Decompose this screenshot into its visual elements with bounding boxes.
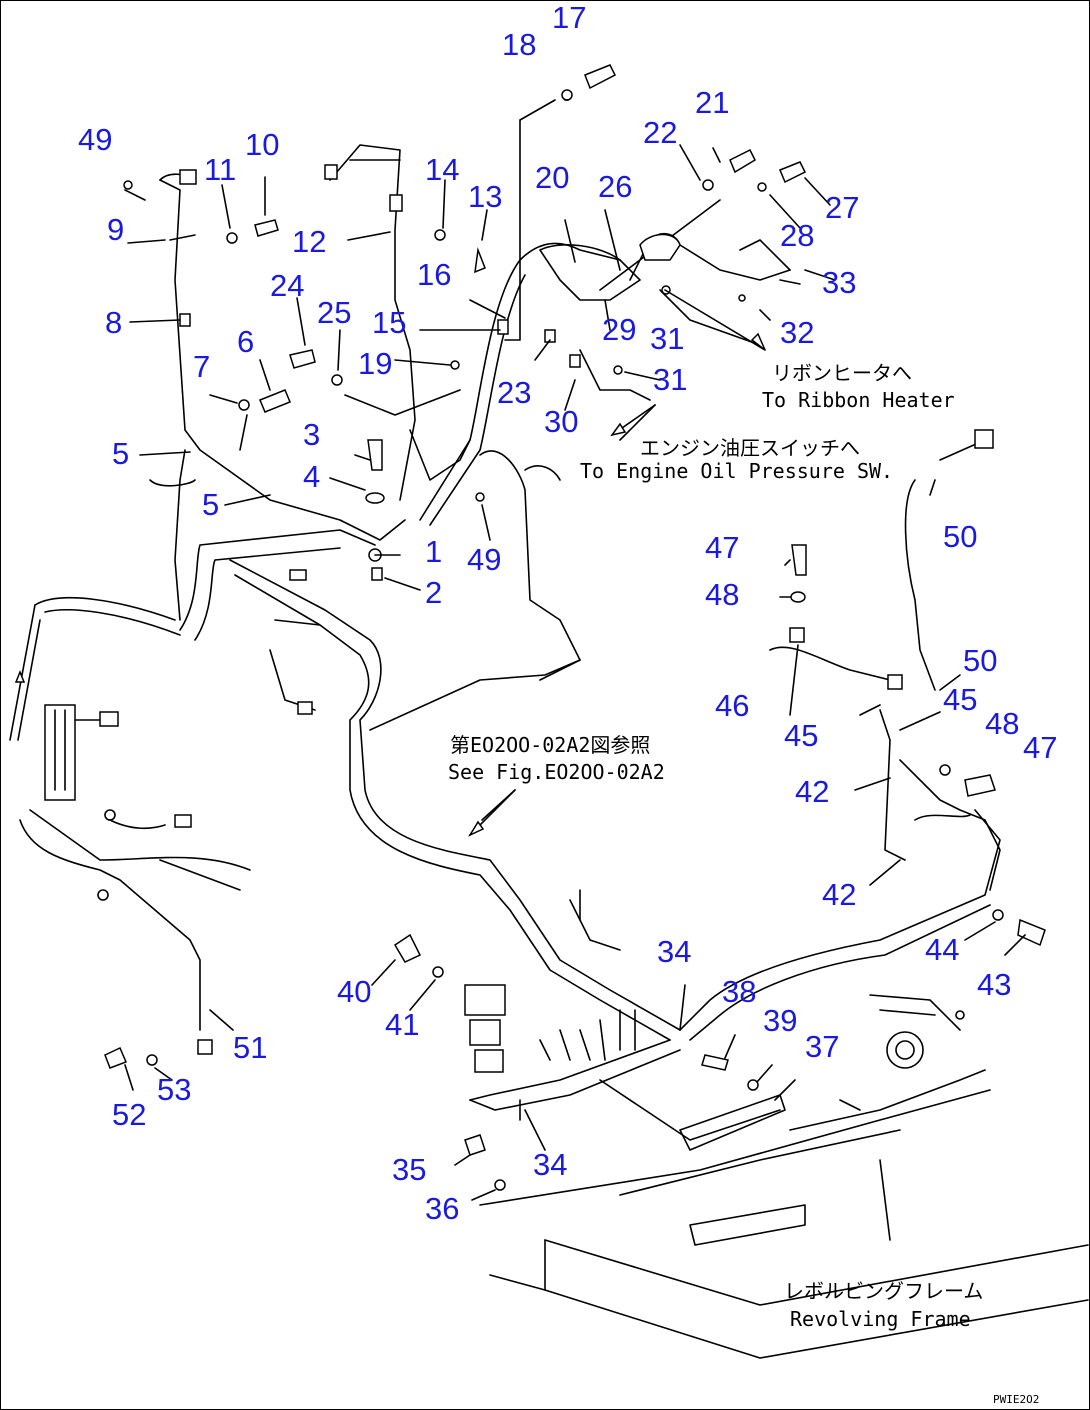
callout-53: 53 <box>157 1072 191 1107</box>
main-harness <box>9 529 1001 1111</box>
note-ribbon-heater-en: To Ribbon Heater <box>762 388 955 412</box>
callout-6: 6 <box>237 324 254 359</box>
revolving-frame <box>479 994 1089 1359</box>
right-branches <box>769 429 1001 891</box>
callout-16: 16 <box>417 257 451 292</box>
callout-26: 26 <box>598 169 632 204</box>
note-revolving-frame-en: Revolving Frame <box>790 1307 971 1331</box>
callout-31a: 31 <box>650 321 684 356</box>
note-revolving-frame-jp: レボルビングフレーム <box>784 1279 983 1303</box>
annotations: リボンヒータへ To Ribbon Heater エンジン油圧スイッチへ To … <box>448 361 1039 1406</box>
callout-49b: 49 <box>467 542 501 577</box>
callout-1: 1 <box>425 534 442 569</box>
hardware-parts <box>104 64 1046 1191</box>
bottom-components <box>464 889 786 1151</box>
callout-31b: 31 <box>653 362 687 397</box>
callout-48b: 48 <box>985 706 1019 741</box>
callout-24: 24 <box>270 268 304 303</box>
callout-4: 4 <box>303 459 320 494</box>
note-see-fig-jp: 第EO2OO-02A2図参照 <box>450 733 650 757</box>
callout-21: 21 <box>695 85 729 120</box>
callout-labels: 1 2 3 4 5 5 6 7 8 9 10 11 12 13 14 15 16… <box>78 0 1057 1226</box>
callout-8: 8 <box>105 305 122 340</box>
callout-49a: 49 <box>78 122 112 157</box>
callout-3: 3 <box>303 417 320 452</box>
note-oil-pressure-jp: エンジン油圧スイッチへ <box>640 436 860 460</box>
callout-34b: 34 <box>533 1147 567 1182</box>
callout-45b: 45 <box>784 718 818 753</box>
callout-50a: 50 <box>943 519 977 554</box>
callout-42a: 42 <box>795 774 829 809</box>
callout-23: 23 <box>497 375 531 410</box>
left-branches <box>19 569 321 1055</box>
callout-35: 35 <box>392 1152 426 1187</box>
callout-41: 41 <box>385 1007 419 1042</box>
callout-40: 40 <box>337 974 371 1009</box>
callout-14: 14 <box>425 152 459 187</box>
callout-43: 43 <box>977 967 1011 1002</box>
upper-center-harness <box>369 99 791 731</box>
callout-36: 36 <box>425 1191 459 1226</box>
callout-30: 30 <box>544 404 578 439</box>
callout-5a: 5 <box>112 436 129 471</box>
callout-18: 18 <box>502 27 536 62</box>
callout-44: 44 <box>925 932 959 967</box>
callout-51: 51 <box>233 1030 267 1065</box>
callout-19: 19 <box>358 346 392 381</box>
callout-38: 38 <box>722 974 756 1009</box>
callout-7: 7 <box>193 349 210 384</box>
callout-39: 39 <box>763 1003 797 1038</box>
callout-29: 29 <box>602 312 636 347</box>
callout-46: 46 <box>715 688 749 723</box>
callout-11: 11 <box>204 152 236 187</box>
callout-9: 9 <box>107 212 124 247</box>
callout-52: 52 <box>112 1097 146 1132</box>
callout-47a: 47 <box>705 530 739 565</box>
callout-33: 33 <box>822 265 856 300</box>
callout-28: 28 <box>780 218 814 253</box>
callout-17: 17 <box>552 0 586 35</box>
callout-32: 32 <box>780 315 814 350</box>
callout-34a: 34 <box>657 934 691 969</box>
upper-left-branches <box>149 144 471 621</box>
callout-50b: 50 <box>963 643 997 678</box>
callout-42b: 42 <box>822 877 856 912</box>
note-see-fig-en: See Fig.EO2OO-02A2 <box>448 760 665 784</box>
drawing-code: PWIE2O2 <box>993 1393 1039 1406</box>
callout-45a: 45 <box>943 682 977 717</box>
callout-15: 15 <box>372 305 406 340</box>
callout-10: 10 <box>245 127 279 162</box>
callout-12: 12 <box>292 224 326 259</box>
callout-22: 22 <box>643 115 677 150</box>
callout-27: 27 <box>825 190 859 225</box>
note-oil-pressure-en: To Engine Oil Pressure SW. <box>580 459 893 483</box>
callout-2: 2 <box>425 575 442 610</box>
callout-20: 20 <box>535 160 569 195</box>
callout-48a: 48 <box>705 577 739 612</box>
callout-37: 37 <box>805 1029 839 1064</box>
callout-25: 25 <box>317 295 351 330</box>
note-ribbon-heater-jp: リボンヒータへ <box>772 361 912 385</box>
leader-lines <box>14 99 1026 1201</box>
callout-47b: 47 <box>1023 730 1057 765</box>
callout-13: 13 <box>468 179 502 214</box>
callout-5b: 5 <box>202 487 219 522</box>
